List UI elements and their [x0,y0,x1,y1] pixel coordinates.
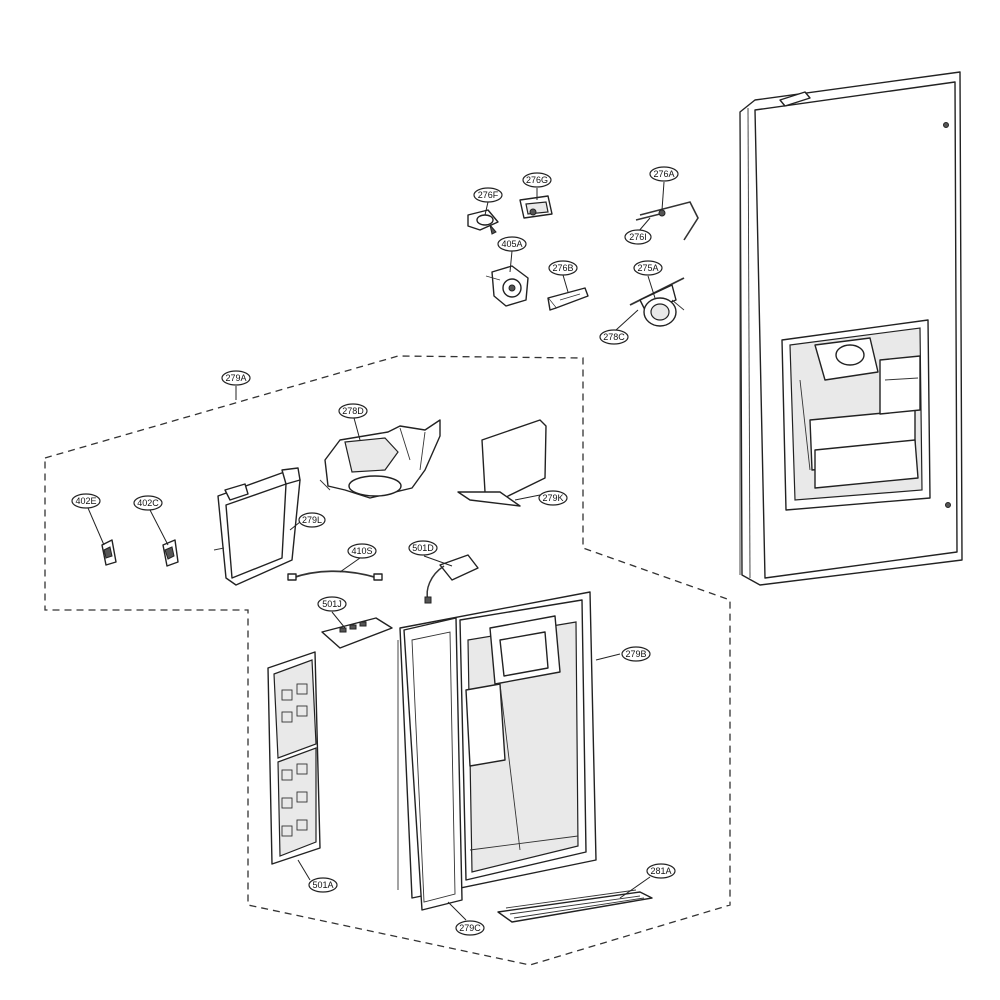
callout-501D-label: 501D [412,543,434,553]
callout-276F-label: 276F [478,190,499,200]
callout-279K-label: 279K [542,493,563,503]
callout-276A: 276A [649,166,679,182]
callout-279K: 279K [538,490,568,506]
callout-405A-label: 405A [501,239,522,249]
callout-278C: 278C [599,329,629,345]
callout-278D-label: 278D [342,406,364,416]
callout-276G: 276G [522,172,552,188]
part-402E [101,539,117,566]
callout-402E: 402E [71,493,101,509]
callout-501D: 501D [408,540,438,556]
callout-279B: 279B [621,646,651,662]
part-275A [629,277,685,327]
part-501J [321,617,393,649]
part-501D [424,554,479,604]
callout-279A-label: 279A [225,373,246,383]
callout-276F: 276F [473,187,503,203]
callout-410S-label: 410S [351,546,372,556]
part-402C [162,539,179,567]
callout-402C: 402C [133,495,163,511]
callout-276B: 276B [548,260,578,276]
callout-278D: 278D [338,403,368,419]
part-278D [319,419,441,499]
callout-275A: 275A [633,260,663,276]
part-279C [403,617,463,911]
callout-276G-label: 276G [526,175,548,185]
part-276B [547,287,589,311]
callout-275A-label: 275A [637,263,658,273]
door-panel [739,71,963,586]
callout-501J-label: 501J [322,599,342,609]
part-276G [519,195,553,219]
part-501A [267,651,321,865]
callout-276A-label: 276A [653,169,674,179]
callout-276I: 276I [624,229,652,245]
callout-279B-label: 279B [625,649,646,659]
leader-lines [87,181,665,921]
part-276A [635,201,699,241]
callout-279L: 279L [298,512,326,528]
callout-276I-label: 276I [629,232,647,242]
callout-279C: 279C [455,920,485,936]
part-279K [457,419,547,507]
callout-402E-label: 402E [75,496,96,506]
callout-276B-label: 276B [552,263,573,273]
part-279L [213,467,301,586]
callout-278C-label: 278C [603,332,625,342]
callout-279C-label: 279C [459,923,481,933]
callout-410S: 410S [347,543,377,559]
assembly-boundary [44,355,731,966]
part-281A [497,889,653,923]
callout-501A-label: 501A [312,880,333,890]
callout-501J: 501J [317,596,347,612]
callout-281A: 281A [646,863,676,879]
callout-281A-label: 281A [650,866,671,876]
part-276F [467,209,499,235]
part-410S [287,570,383,581]
callout-402C-label: 402C [137,498,159,508]
callout-405A: 405A [497,236,527,252]
part-405A [485,265,529,307]
callout-501A: 501A [308,877,338,893]
callout-279A: 279A [221,370,251,386]
callout-279L-label: 279L [302,515,322,525]
